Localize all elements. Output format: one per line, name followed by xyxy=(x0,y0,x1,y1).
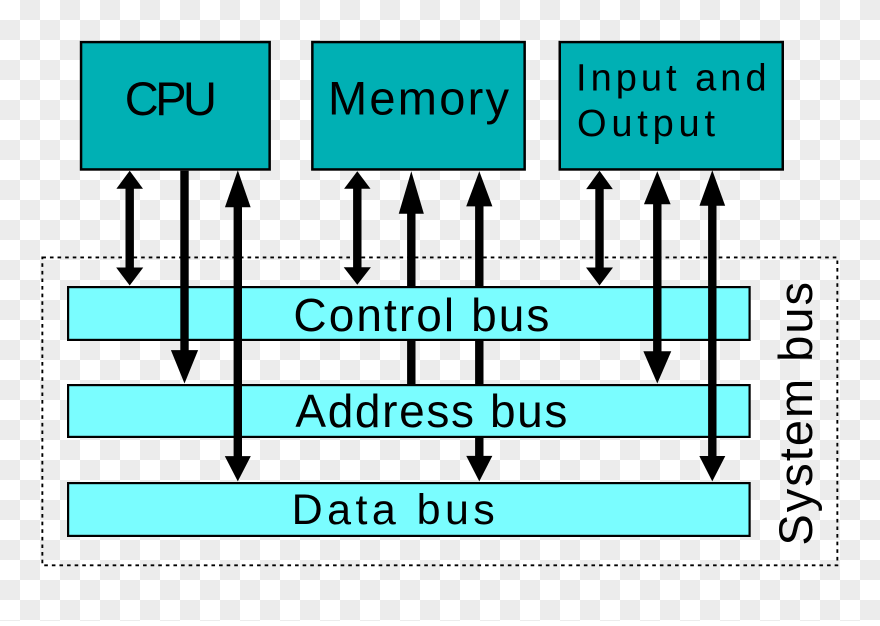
svg-text:Data bus: Data bus xyxy=(292,486,495,534)
svg-text:Output: Output xyxy=(577,103,715,145)
svg-text:CPU: CPU xyxy=(125,72,217,125)
svg-text:Input and: Input and xyxy=(576,58,767,100)
svg-text:Address bus: Address bus xyxy=(295,385,567,437)
svg-text:System bus: System bus xyxy=(769,282,822,546)
svg-text:Memory: Memory xyxy=(328,71,510,124)
svg-text:Control bus: Control bus xyxy=(293,289,549,341)
